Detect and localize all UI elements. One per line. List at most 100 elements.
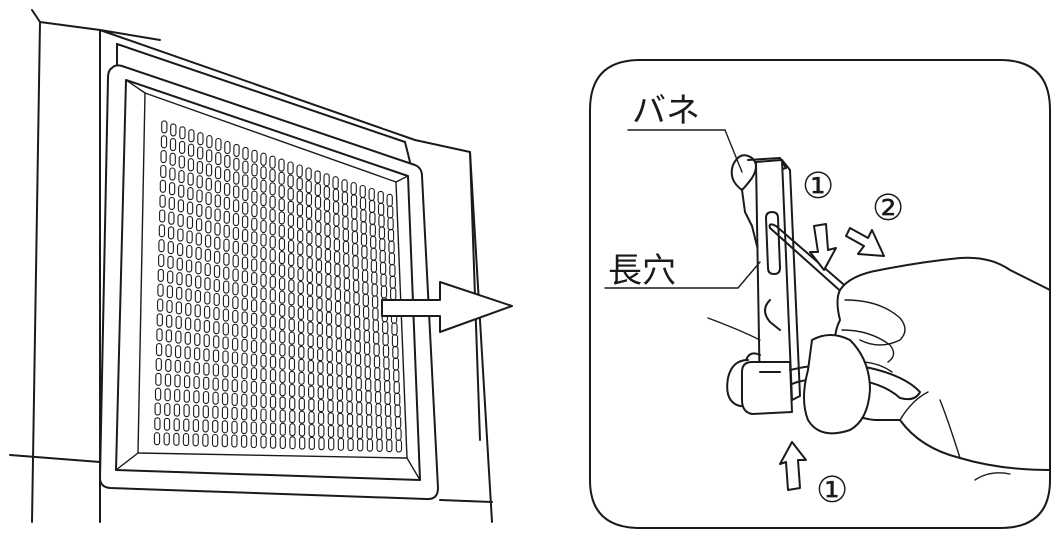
perforation-slot (241, 283, 248, 298)
perforation-slot (176, 243, 184, 257)
perforation-slot (288, 331, 295, 345)
perforation-slot (178, 155, 185, 169)
perforation-slot (297, 229, 304, 243)
perforation-slot (159, 179, 167, 193)
perforation-slot (316, 284, 323, 298)
perforation-slot (269, 408, 277, 423)
perforation-slot (324, 223, 331, 237)
perforation-slot (196, 160, 204, 174)
perforation-slot (325, 286, 332, 300)
perforation-slot (176, 257, 183, 271)
arrow-up-icon (779, 441, 807, 491)
perforation-slot (269, 435, 277, 449)
perforation-slot (296, 164, 303, 178)
perforation-slot (260, 219, 267, 234)
perforation-slot (287, 226, 295, 241)
arrow-down-icon (809, 223, 837, 271)
perforation-slot (306, 270, 313, 284)
perforation-slot (233, 185, 240, 199)
perforation-slot (224, 168, 231, 182)
perforation-slot (299, 436, 306, 450)
perforation-slot (327, 424, 335, 438)
perforation-slot (240, 434, 248, 448)
perforation-slot (305, 193, 313, 207)
perforation-slot (287, 187, 294, 201)
perforation-slot (241, 325, 248, 339)
perforation-slot (250, 380, 258, 394)
perforation-slot (202, 390, 210, 405)
perforation-slot (205, 163, 213, 177)
perforation-slot (269, 248, 276, 263)
perforation-slot (288, 253, 295, 267)
perforation-slot (165, 358, 172, 372)
perforation-slot (288, 383, 296, 398)
perforation-slot (202, 433, 209, 447)
slot-label: 長穴 (608, 251, 676, 291)
perforation-slot (164, 388, 171, 402)
perforation-slot (251, 163, 258, 177)
perforation-slot (260, 179, 267, 193)
perforation-slot (167, 255, 174, 269)
spring-label: バネ (632, 91, 700, 131)
perforation-slot (221, 434, 228, 448)
perforation-slot (223, 196, 231, 210)
perforation-slot (215, 137, 222, 152)
perforation-slot (187, 187, 194, 201)
perforation-slot (279, 356, 286, 370)
perforation-slot (232, 226, 240, 241)
perforation-slot (288, 318, 295, 332)
perforation-slot (269, 328, 277, 343)
perforation-slot (314, 195, 322, 209)
perforation-slot (173, 403, 181, 417)
perforation-slot (203, 362, 210, 376)
perforation-slot (279, 317, 286, 331)
perforation-slot (251, 176, 258, 191)
perforation-slot (202, 405, 209, 419)
perforation-slot (297, 255, 304, 269)
perforation-slot (241, 379, 248, 394)
perforation-slot (260, 354, 267, 368)
perforation-slot (214, 194, 221, 208)
perforation-slot (204, 234, 212, 248)
perforation-slot (155, 357, 162, 372)
perforation-slot (204, 291, 211, 305)
perforation-slot (325, 299, 332, 313)
perforation-slot (159, 209, 166, 223)
perforation-slot (222, 350, 229, 364)
perforation-slot (215, 152, 222, 166)
perforation-slot (317, 386, 324, 400)
perforation-slot (213, 335, 220, 349)
perforation-slot (178, 170, 185, 184)
perforation-slot (260, 246, 267, 261)
perforation-slot (306, 295, 314, 309)
perforation-slot (251, 217, 258, 231)
perforation-slot (175, 315, 182, 330)
perforation-slot (194, 304, 201, 318)
perforation-slot (269, 382, 277, 396)
perforation-slot (186, 230, 193, 244)
perforation-slot (288, 292, 295, 306)
perforation-slot (231, 434, 238, 448)
perforation-slot (168, 182, 176, 196)
perforation-slot (223, 224, 230, 238)
perforation-slot (251, 258, 258, 272)
perforation-slot (307, 321, 314, 335)
perforation-slot (326, 361, 334, 376)
perforation-slot (187, 143, 195, 157)
perforation-slot (308, 398, 315, 412)
perforation-slot (337, 437, 345, 451)
perforation-slot (193, 361, 200, 375)
perforation-slot (307, 347, 314, 361)
perforation-slot (241, 229, 249, 243)
perforation-slot (241, 215, 249, 229)
perforation-slot (305, 167, 312, 181)
perforation-slot (203, 348, 210, 362)
perforation-slot (260, 314, 267, 328)
perforation-slot (297, 268, 304, 282)
perforation-slot (306, 257, 313, 271)
perforation-slot (305, 180, 312, 194)
perforation-slot (195, 275, 202, 289)
perforation-slot (326, 374, 334, 388)
perforation-slot (205, 191, 212, 206)
